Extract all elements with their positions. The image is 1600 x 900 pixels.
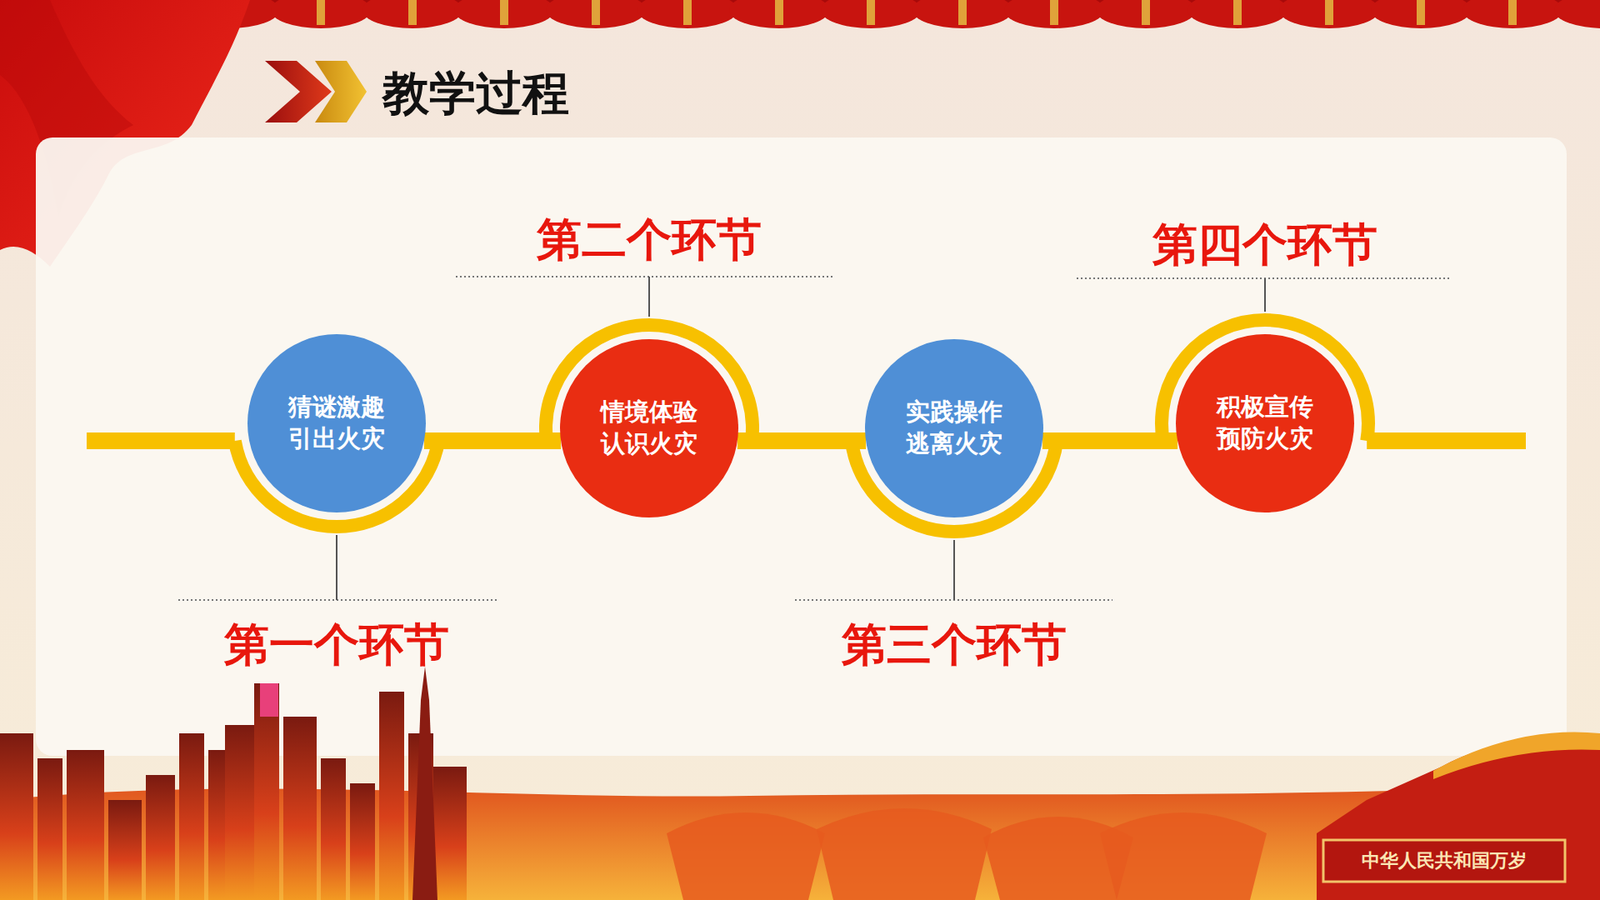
curtain-swag — [270, 0, 371, 29]
step-heading: 第三个环节 — [841, 620, 1067, 670]
curtain-swag — [1462, 0, 1563, 29]
timeline-connector — [737, 432, 866, 450]
timeline-track — [86, 276, 1526, 600]
curtain-tie — [1325, 0, 1334, 25]
curtain-tie — [866, 0, 875, 25]
dotted-rule — [455, 275, 834, 278]
curtain-swag — [545, 0, 646, 29]
curtain-swag — [1004, 0, 1105, 29]
curtain-tie — [1141, 0, 1150, 25]
watermark-text: 中华人民共和国万岁 — [1361, 848, 1527, 874]
leader-line — [648, 276, 650, 317]
building — [66, 750, 105, 900]
curtain-swag — [1370, 0, 1471, 29]
step-heading: 第二个环节 — [536, 215, 762, 265]
slide-title: 教学过程 — [382, 62, 570, 126]
pagoda-roof — [1100, 812, 1267, 900]
skyline — [0, 666, 1600, 900]
curtain-swag — [637, 0, 738, 29]
curtain-tie — [1050, 0, 1059, 25]
title-chevron-gold — [315, 60, 367, 123]
building — [179, 733, 205, 900]
step-text: 实践操作 逃离火灾 — [895, 396, 1013, 460]
curtain-swag — [1279, 0, 1380, 29]
timeline-connector — [1042, 432, 1178, 450]
step-circle: 第一个环节猜谜激趣 引出火灾 — [247, 334, 426, 513]
curtain-swag — [1554, 0, 1600, 29]
leader-line — [1264, 278, 1266, 312]
step-text: 情境体验 认识火灾 — [590, 396, 708, 460]
curtain-swag — [1187, 0, 1288, 29]
timeline-connector — [424, 432, 561, 450]
track-end — [1366, 432, 1526, 450]
building — [283, 716, 317, 900]
step-text: 猜谜激趣 引出火灾 — [278, 391, 395, 455]
curtain-tie — [1233, 0, 1242, 25]
track-end — [86, 432, 235, 450]
building — [254, 683, 280, 900]
curtain-tie — [500, 0, 509, 25]
building — [37, 758, 63, 900]
step-circle: 第二个环节情境体验 认识火灾 — [560, 339, 739, 518]
building — [320, 758, 346, 900]
step-circle: 第四个环节积极宣传 预防火灾 — [1175, 334, 1355, 513]
curtain-swag — [454, 0, 555, 29]
pagoda-roof — [666, 812, 825, 900]
pagoda-roof — [816, 808, 992, 900]
curtain-tie — [775, 0, 784, 25]
curtain-swag — [820, 0, 921, 29]
content-panel — [35, 137, 1567, 756]
curtain-tie — [591, 0, 600, 25]
step-heading: 第一个环节 — [224, 620, 450, 670]
building — [208, 750, 225, 900]
step-text: 积极宣传 预防火灾 — [1206, 391, 1324, 455]
step-heading: 第四个环节 — [1152, 220, 1378, 270]
building-top — [260, 683, 279, 717]
leader-line — [335, 535, 338, 600]
leader-line — [953, 540, 955, 600]
curtain-swag — [1095, 0, 1196, 29]
building — [350, 783, 375, 900]
curtain-swag — [729, 0, 830, 29]
curtain-tie — [316, 0, 325, 25]
curtain-tie — [1508, 0, 1517, 25]
tv-tower — [412, 666, 438, 900]
building — [0, 733, 34, 900]
gate-plaque — [1323, 840, 1565, 882]
curtain-tie — [683, 0, 692, 25]
building — [145, 775, 175, 900]
curtain-swag — [362, 0, 463, 29]
curtain-tie — [408, 0, 417, 25]
curtain-swag — [912, 0, 1013, 29]
gate-roof — [1433, 731, 1600, 780]
building — [433, 766, 467, 900]
curtain-tie — [1416, 0, 1425, 25]
building — [379, 691, 405, 900]
building — [108, 800, 142, 900]
step-circle: 第三个环节实践操作 逃离火灾 — [865, 339, 1044, 518]
curtain-tie — [958, 0, 967, 25]
